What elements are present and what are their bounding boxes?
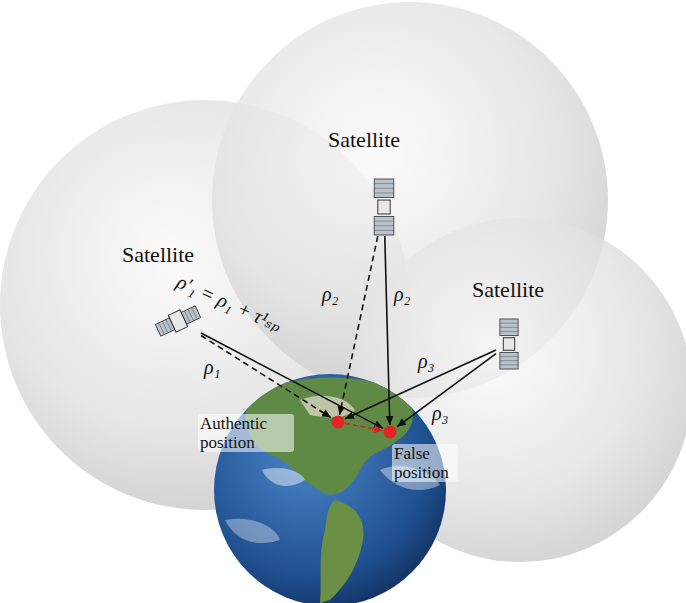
range-label: ρ₃ <box>432 402 449 425</box>
satellite-icon <box>370 178 398 236</box>
satellite-label: Satellite <box>328 127 400 153</box>
pseudorange-line <box>201 336 331 418</box>
satellite: Satellite <box>370 178 398 236</box>
spoofed-shift-arrow <box>345 423 383 430</box>
satellite: Satellite <box>155 298 201 344</box>
earth <box>214 374 446 603</box>
satellite: Satellite <box>496 318 522 370</box>
satellite-label: Satellite <box>472 277 544 303</box>
pseudorange-line <box>339 236 377 415</box>
range-label: ρ₂ <box>394 283 411 306</box>
pseudorange-line <box>397 354 496 427</box>
range-label: ρ₃ <box>418 350 435 373</box>
pseudorange-line <box>385 236 390 425</box>
satellite-label: Satellite <box>122 242 194 268</box>
position-marker: False position <box>383 425 397 439</box>
range-label: ρ₁ <box>204 356 221 379</box>
position-label: False position <box>392 444 458 482</box>
range-label: ρ₂ <box>322 283 339 306</box>
position-dot <box>331 415 345 429</box>
satellite-icon <box>155 298 201 344</box>
position-label: Authentic position <box>198 414 294 452</box>
position-dot <box>383 425 397 439</box>
satellite-icon <box>496 318 522 370</box>
position-marker: Authentic position <box>331 415 345 429</box>
